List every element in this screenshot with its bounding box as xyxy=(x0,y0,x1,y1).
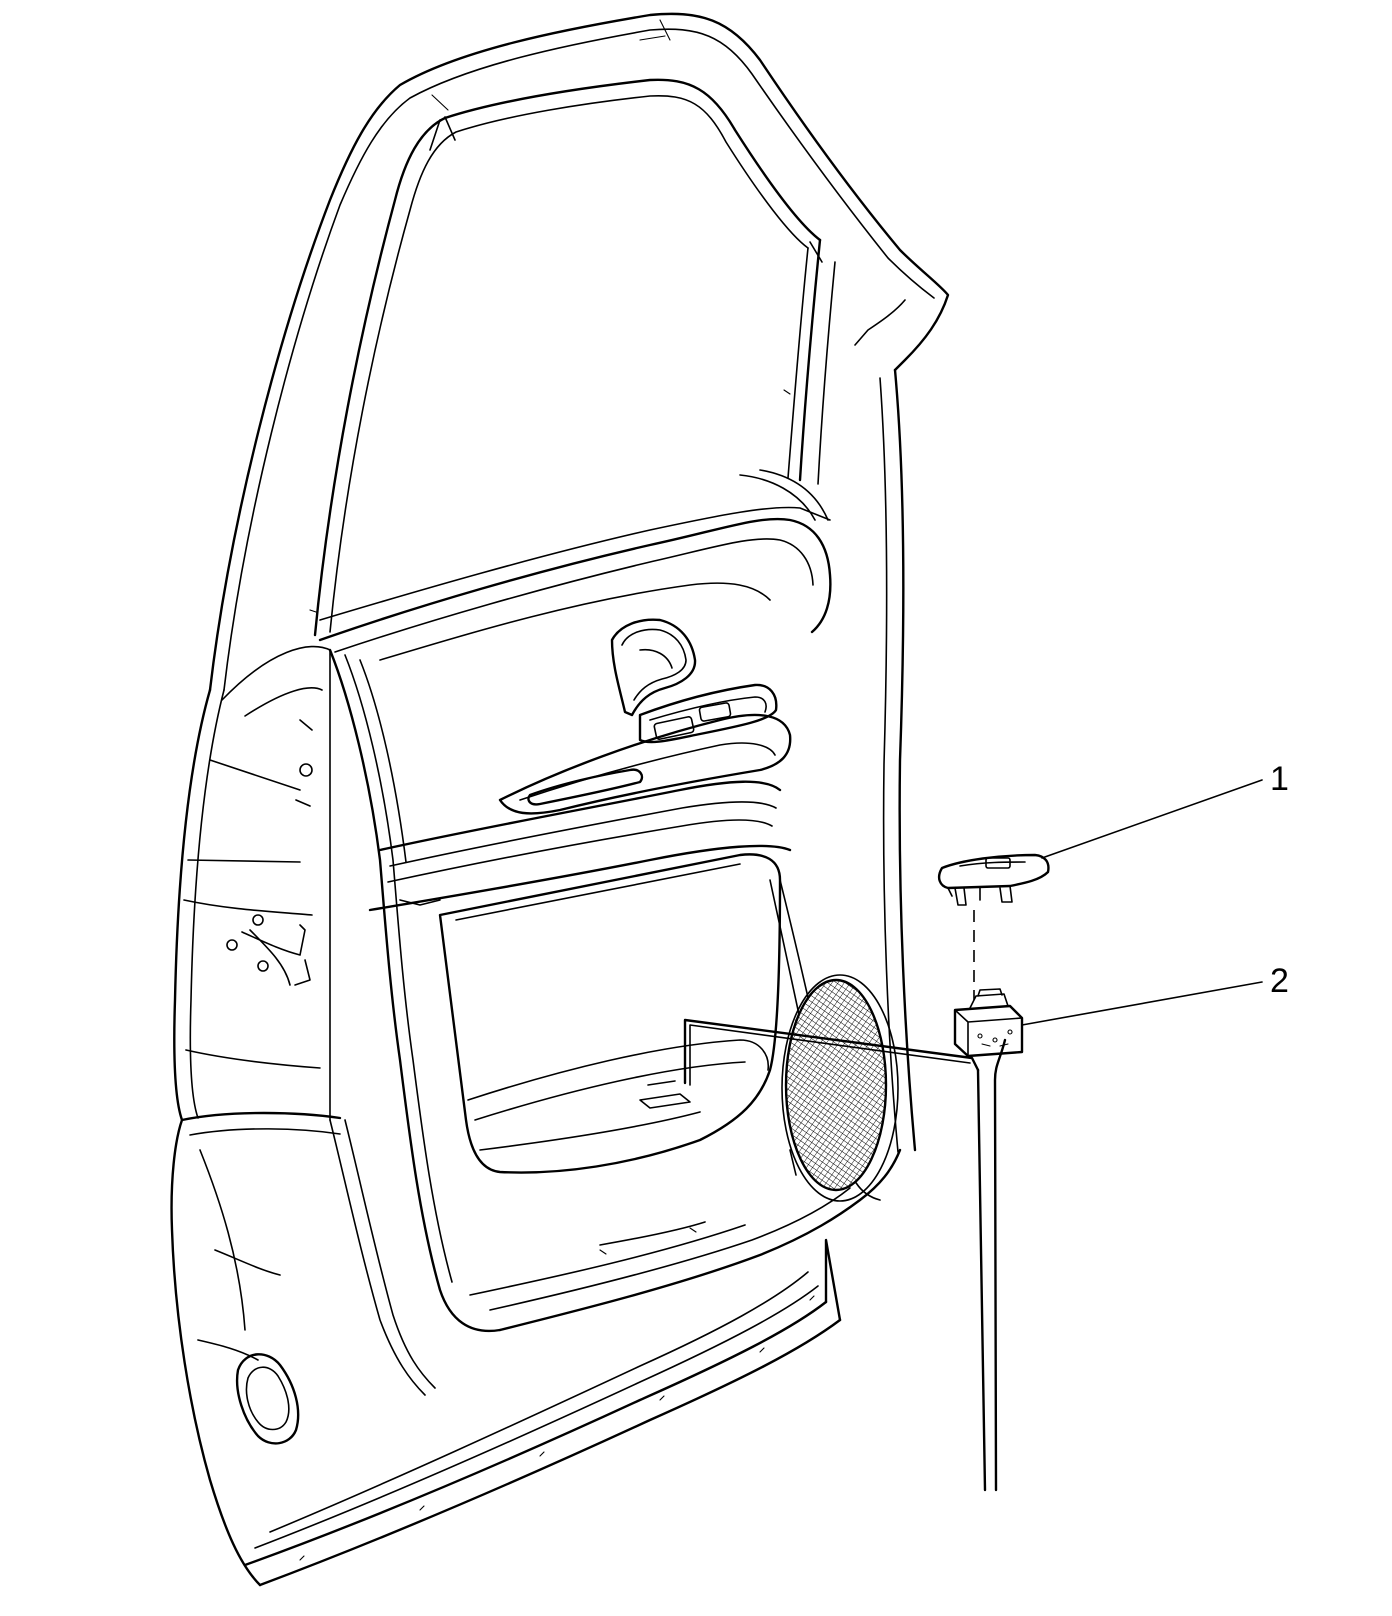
wiring-harness xyxy=(683,1018,1007,1492)
door-window-frame xyxy=(208,12,950,1153)
speaker-grille xyxy=(781,974,899,1202)
callout-1-label: 1 xyxy=(1270,760,1289,798)
callout-2: 2 xyxy=(1021,962,1289,1026)
callout-2-label: 2 xyxy=(1270,962,1289,1000)
door-trim-panel xyxy=(318,469,902,1333)
door-outer-panel xyxy=(170,688,842,1587)
switch-bezel-part xyxy=(937,853,1050,906)
callout-1: 1 xyxy=(1041,760,1289,859)
window-switch-part xyxy=(953,988,1024,1058)
hinge-pillar-panel xyxy=(183,645,436,1445)
